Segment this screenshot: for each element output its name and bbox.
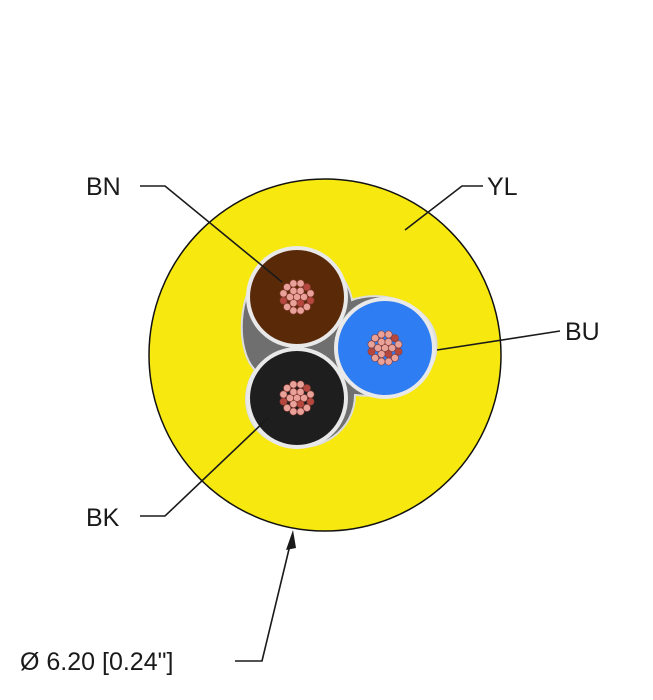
blue-strands xyxy=(367,330,403,366)
dimension-label: Ø 6.20 [0.24"] xyxy=(20,648,173,676)
black-conductor xyxy=(246,347,348,449)
conductor-strand xyxy=(306,397,315,406)
conductor-strand xyxy=(279,289,288,298)
conductor-strand xyxy=(377,330,386,339)
conductor-strand xyxy=(384,350,393,358)
conductor-strand xyxy=(367,347,376,356)
conductor-strand xyxy=(377,357,386,366)
conductor-strand xyxy=(390,334,399,343)
conductor-strand xyxy=(371,353,380,362)
conductor-strand xyxy=(283,302,292,311)
conductor-strand xyxy=(296,279,305,288)
conductor-strand xyxy=(306,289,315,298)
conductor-strand xyxy=(296,407,305,416)
conductor-strand xyxy=(289,287,298,295)
conductor-strand xyxy=(384,330,393,339)
conductor-strand xyxy=(302,302,311,311)
conductor-strand xyxy=(279,390,288,399)
conductor-strand xyxy=(300,293,308,301)
label-blue: BU xyxy=(565,318,600,346)
leader-line-yellow xyxy=(404,185,483,231)
conductor-strand xyxy=(296,400,305,408)
conductor-strand xyxy=(302,384,311,393)
leader-line-brown xyxy=(140,185,283,283)
conductor-strand xyxy=(367,340,376,349)
conductor-strand xyxy=(302,403,311,412)
conductor-strand xyxy=(390,353,399,362)
label-brown: BN xyxy=(86,173,121,201)
conductor-strand xyxy=(384,357,393,366)
conductor-strand xyxy=(289,388,298,396)
conductor-strand xyxy=(394,340,403,349)
black-strands xyxy=(279,380,315,416)
conductor-strand xyxy=(289,407,298,416)
conductor-strand xyxy=(286,293,294,301)
conductor-strand xyxy=(300,394,308,402)
conductor-strand xyxy=(302,283,311,292)
conductor-strand xyxy=(296,287,305,295)
conductor-strand xyxy=(279,296,288,305)
blue-conductor xyxy=(334,297,436,399)
conductor-strand xyxy=(296,388,305,396)
conductor-strand xyxy=(289,279,298,288)
leader-line-black xyxy=(140,417,269,517)
conductor-strand xyxy=(283,283,292,292)
conductor-strand xyxy=(283,384,292,393)
label-black: BK xyxy=(86,504,120,532)
conductor-strand xyxy=(377,338,386,346)
conductor-strand xyxy=(286,394,294,402)
conductor-strand xyxy=(374,344,382,352)
dimension-arrowhead xyxy=(286,530,296,550)
label-yellow: YL xyxy=(487,173,518,201)
brown-strands xyxy=(279,279,315,315)
conductor-strand xyxy=(279,397,288,406)
conductor-strand xyxy=(296,380,305,389)
conductor-strand xyxy=(388,344,396,352)
conductor-strand xyxy=(283,403,292,412)
conductor-strand xyxy=(371,334,380,343)
conductor-strand xyxy=(394,347,403,356)
conductor-strand xyxy=(289,306,298,315)
conductor-strand xyxy=(306,390,315,399)
conductor-strand xyxy=(384,338,393,346)
conductor-strand xyxy=(306,296,315,305)
conductor-strand xyxy=(289,380,298,389)
conductor-strand xyxy=(296,299,305,307)
brown-conductor xyxy=(246,246,348,348)
dimension-leader-line xyxy=(235,544,291,662)
leader-line-blue xyxy=(436,330,561,351)
conductor-strand xyxy=(296,306,305,315)
